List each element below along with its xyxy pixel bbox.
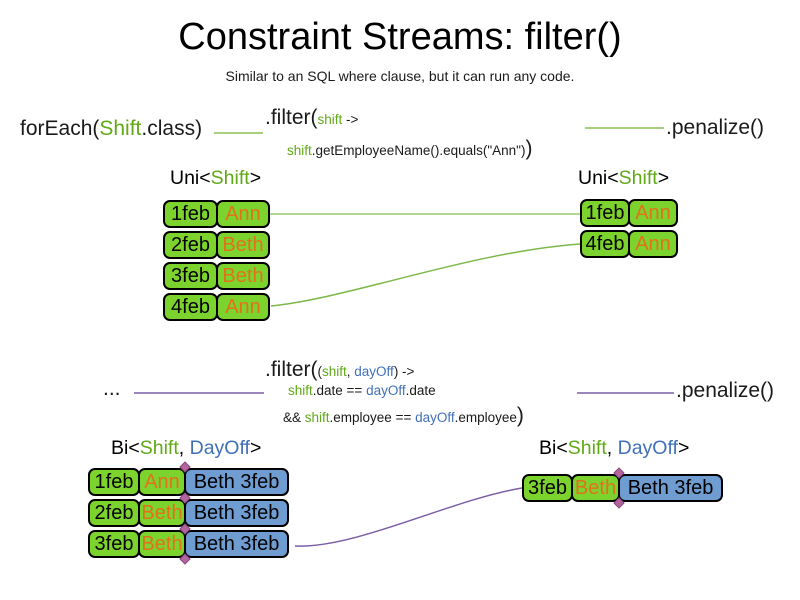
bi-left-pre: Bi< <box>111 437 140 459</box>
filter2-l3-mid: .employee == <box>329 410 416 425</box>
filter2-l2-end: .date <box>405 383 436 398</box>
dayoff-cell: Beth 3feb <box>618 474 723 502</box>
shift-date-cell: 3feb <box>88 530 140 558</box>
uni-left-table: 1feb Ann 2feb Beth 3feb Beth 4feb Ann <box>163 200 270 324</box>
bi-left-post: > <box>249 437 262 459</box>
filter2-l3-amp: && <box>283 410 305 425</box>
shift-date-cell: 2feb <box>163 231 218 259</box>
shift-date-cell: 2feb <box>88 499 140 527</box>
shift-date-cell: 1feb <box>580 199 630 227</box>
filter1-arrow: -> <box>342 112 359 127</box>
bi-left-type2: DayOff <box>189 437 250 459</box>
filter1-body-param: shift <box>287 143 312 158</box>
bi-right-type1: Shift <box>567 437 607 459</box>
table-row: 2feb Beth Beth 3feb <box>88 499 289 527</box>
filter1-param: shift <box>317 112 343 127</box>
bi-left-type1: Shift <box>139 437 179 459</box>
filter1-body-expr: .getEmployeeName().equals("Ann") <box>311 143 526 158</box>
filter2-param2: dayOff <box>354 364 394 379</box>
filter2-l3-param2: dayOff <box>415 410 455 425</box>
table-row: 1feb Ann Beth 3feb <box>88 468 289 496</box>
shift-employee-cell: Ann <box>216 293 270 321</box>
table-row: 1feb Ann <box>580 199 678 227</box>
bi-right-pre: Bi< <box>539 437 568 459</box>
bi-right-comma: , <box>606 437 618 459</box>
dayoff-cell: Beth 3feb <box>184 468 289 496</box>
uni-right-table: 1feb Ann 4feb Ann <box>580 199 678 261</box>
table-row: 3feb Beth Beth 3feb <box>88 530 289 558</box>
code-ellipsis: ... <box>103 377 121 400</box>
foreach-pre: forEach( <box>20 117 100 140</box>
code-foreach: forEach(Shift.class) <box>20 117 202 141</box>
table-row: 3feb Beth Beth 3feb <box>522 474 723 502</box>
shift-employee-cell: Ann <box>216 200 270 228</box>
table-row: 3feb Beth <box>163 262 270 290</box>
shift-date-cell: 4feb <box>163 293 218 321</box>
filter2-l2-mid: .date == <box>312 383 367 398</box>
bi-left-table: 1feb Ann Beth 3feb 2feb Beth Beth 3feb 3… <box>88 468 289 561</box>
filter2-param1: shift <box>322 364 347 379</box>
slide-title: Constraint Streams: filter() <box>178 16 622 58</box>
code-filter1-head: .filter(shift -> <box>265 106 358 130</box>
uni-left-type: Shift <box>210 167 250 189</box>
slide-subtitle: Similar to an SQL where clause, but it c… <box>225 68 575 84</box>
bi-left-comma: , <box>178 437 190 459</box>
shift-employee-cell: Ann <box>628 230 678 258</box>
foreach-post: .class) <box>141 117 203 140</box>
filter2-l2-param1: shift <box>288 383 313 398</box>
filter2-close-arrow: ) -> <box>393 364 415 379</box>
dayoff-cell: Beth 3feb <box>184 530 289 558</box>
uni-left-pre: Uni< <box>170 167 211 189</box>
bi-right-label: Bi<Shift, DayOff> <box>539 437 689 460</box>
foreach-type: Shift <box>99 117 142 140</box>
code-penalize1: .penalize() <box>666 116 765 139</box>
code-filter1-body: shift.getEmployeeName().equals("Ann")) <box>287 137 532 161</box>
filter2-paren: ( <box>317 364 323 379</box>
filter1-open: .filter( <box>265 106 318 129</box>
dayoff-cell: Beth 3feb <box>184 499 289 527</box>
code-filter2-head: .filter((shift, dayOff) -> <box>265 358 414 382</box>
uni-left-label: Uni<Shift> <box>170 167 261 190</box>
match-line-3feb <box>294 487 523 547</box>
table-row: 2feb Beth <box>163 231 270 259</box>
code-penalize2: .penalize() <box>676 379 775 402</box>
table-row: 4feb Ann <box>580 230 678 258</box>
shift-employee-cell: Ann <box>138 468 186 496</box>
uni-right-post: > <box>657 167 670 189</box>
filter1-close-paren: ) <box>525 137 533 160</box>
bi-right-post: > <box>677 437 690 459</box>
shift-date-cell: 4feb <box>580 230 630 258</box>
shift-employee-cell: Ann <box>628 199 678 227</box>
shift-employee-cell: Beth <box>216 262 270 290</box>
table-row: 4feb Ann <box>163 293 270 321</box>
bi-right-type2: DayOff <box>617 437 678 459</box>
shift-date-cell: 1feb <box>163 200 218 228</box>
filter2-l2-param2: dayOff <box>366 383 406 398</box>
shift-employee-cell: Beth <box>571 474 620 502</box>
filter2-open: .filter( <box>265 358 318 381</box>
table-row: 1feb Ann <box>163 200 270 228</box>
uni-right-type: Shift <box>618 167 658 189</box>
match-line-4feb <box>270 243 581 307</box>
shift-employee-cell: Beth <box>138 530 186 558</box>
code-filter2-line2: shift.date == dayOff.date <box>288 383 436 399</box>
uni-right-pre: Uni< <box>578 167 619 189</box>
shift-date-cell: 3feb <box>522 474 573 502</box>
uni-left-post: > <box>249 167 262 189</box>
filter2-comma: , <box>346 364 355 379</box>
bi-right-table: 3feb Beth Beth 3feb <box>522 474 723 505</box>
filter2-l3-end: .employee <box>454 410 517 425</box>
shift-date-cell: 1feb <box>88 468 140 496</box>
uni-right-label: Uni<Shift> <box>578 167 669 190</box>
shift-employee-cell: Beth <box>216 231 270 259</box>
code-filter2-line3: && shift.employee == dayOff.employee) <box>283 404 524 428</box>
shift-date-cell: 3feb <box>163 262 218 290</box>
filter2-close-paren: ) <box>516 404 524 427</box>
shift-employee-cell: Beth <box>138 499 186 527</box>
bi-left-label: Bi<Shift, DayOff> <box>111 437 261 460</box>
filter2-l3-param1: shift <box>304 410 330 425</box>
